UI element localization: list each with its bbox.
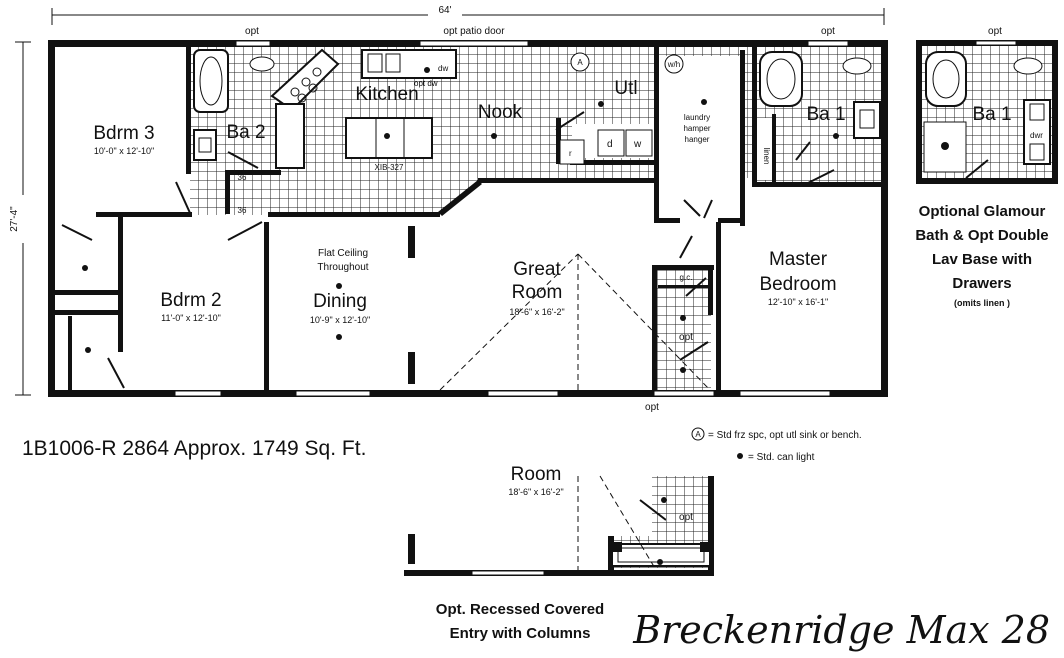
inset-bath-opt: opt	[988, 26, 1002, 37]
laundry-line1: laundry	[684, 113, 710, 122]
laundry-line3: hanger	[685, 135, 710, 144]
inset-glamour-bath: opt dwr Ba 1	[916, 26, 1058, 184]
depth-label: 27'-4"	[9, 206, 20, 232]
opt-dishwasher-label: opt dw	[414, 79, 438, 88]
opt-patio-door: opt patio door	[443, 26, 505, 37]
master-name-1: Master	[769, 249, 828, 270]
inset-recessed-entry: Room 18'-6" x 16'-2" opt	[404, 456, 714, 576]
great-name-1: Great	[513, 259, 561, 280]
gc-label: g.c.	[680, 273, 693, 282]
inset-drawer-label: dwr	[1030, 131, 1043, 140]
door-swings	[61, 111, 835, 389]
dryer-label: d	[607, 139, 613, 150]
master-name-2: Bedroom	[759, 274, 836, 295]
master-size: 12'-10" x 16'-1"	[768, 297, 828, 307]
opt-entry-bottom: opt	[645, 402, 659, 413]
depth-dimension: 27'-4"	[9, 41, 36, 396]
entry-opt-label: opt	[679, 332, 693, 343]
utl-name: Utl	[614, 78, 637, 99]
closet-36-b: 36	[238, 206, 247, 215]
can-lights	[82, 67, 839, 373]
fridge-label: r	[569, 149, 572, 158]
linen-label: linen	[762, 148, 771, 165]
width-label: 64'	[438, 5, 451, 16]
inset-entry-opt: opt	[679, 512, 693, 523]
washer-label: w	[633, 139, 642, 150]
brand-name: Breckenridge Max 28	[633, 608, 1050, 652]
inset-entry-room: Room	[511, 464, 562, 485]
room-labels: Bdrm 3 10'-0" x 12'-10" Ba 2 36 36 Kitch…	[93, 26, 845, 413]
ba2-name: Ba 2	[226, 122, 265, 143]
opt-window-ba2: opt	[245, 26, 259, 37]
inset-bath-caption-4: Drawers	[952, 275, 1012, 292]
dishwasher-label: dw	[438, 64, 448, 73]
inset-bath-caption-3: Lav Base with	[931, 251, 1033, 268]
vault-lines	[439, 253, 711, 391]
ba1-name: Ba 1	[806, 104, 845, 125]
legend: A = Std frz spc, opt utl sink or bench. …	[691, 427, 862, 463]
inset-entry-caption-1: Opt. Recessed Covered	[435, 601, 605, 618]
closet-36-a: 36	[238, 173, 247, 182]
nook-name: Nook	[478, 102, 523, 123]
inset-bath-subcaption: (omits linen )	[954, 298, 1010, 308]
opt-window-ba1: opt	[821, 26, 835, 37]
kitchen-name: Kitchen	[355, 84, 418, 105]
laundry-line2: hamper	[683, 124, 710, 133]
inset-bath-caption: Optional Glamour Bath & Opt Double Lav B…	[906, 200, 1058, 310]
dining-size: 10'-9" x 12'-10"	[310, 315, 370, 325]
inset-entry-size: 18'-6" x 16'-2"	[508, 487, 563, 497]
bdrm3-name: Bdrm 3	[93, 123, 154, 144]
inset-bath-caption-1: Optional Glamour	[918, 203, 1046, 220]
model-line: 1B1006-R 2864 Approx. 1749 Sq. Ft.	[22, 437, 367, 460]
island-code: XIB-327	[375, 163, 404, 172]
inset-entry-caption-2: Entry with Columns	[449, 625, 591, 642]
legend-a-text: = Std frz spc, opt utl sink or bench.	[708, 430, 862, 441]
legend-can-text: = Std. can light	[748, 452, 815, 463]
legend-a-symbol: A	[695, 430, 701, 439]
interior-walls	[55, 46, 884, 392]
great-name-2: Room	[512, 282, 563, 303]
bdrm2-size: 11'-0" x 12'-10"	[161, 313, 221, 323]
inset-entry-caption: Opt. Recessed Covered Entry with Columns	[400, 598, 640, 646]
width-dimension: 64'	[51, 4, 885, 25]
bath-fixtures	[193, 45, 881, 161]
bdrm2-name: Bdrm 2	[160, 290, 221, 311]
dining-name: Dining	[313, 291, 367, 312]
great-size: 18'-6" x 16'-2"	[509, 307, 564, 317]
flat-ceiling-1: Flat Ceiling	[318, 248, 368, 259]
freezer-symbol: A	[577, 58, 583, 67]
inset-bath-caption-2: Bath & Opt Double	[915, 227, 1049, 244]
bdrm3-size: 10'-0" x 12'-10"	[94, 146, 154, 156]
flat-ceiling-2: Throughout	[317, 262, 368, 273]
exterior-walls	[48, 40, 888, 397]
inset-bath-room: Ba 1	[972, 104, 1011, 125]
water-heater-label: w/h	[667, 60, 680, 69]
